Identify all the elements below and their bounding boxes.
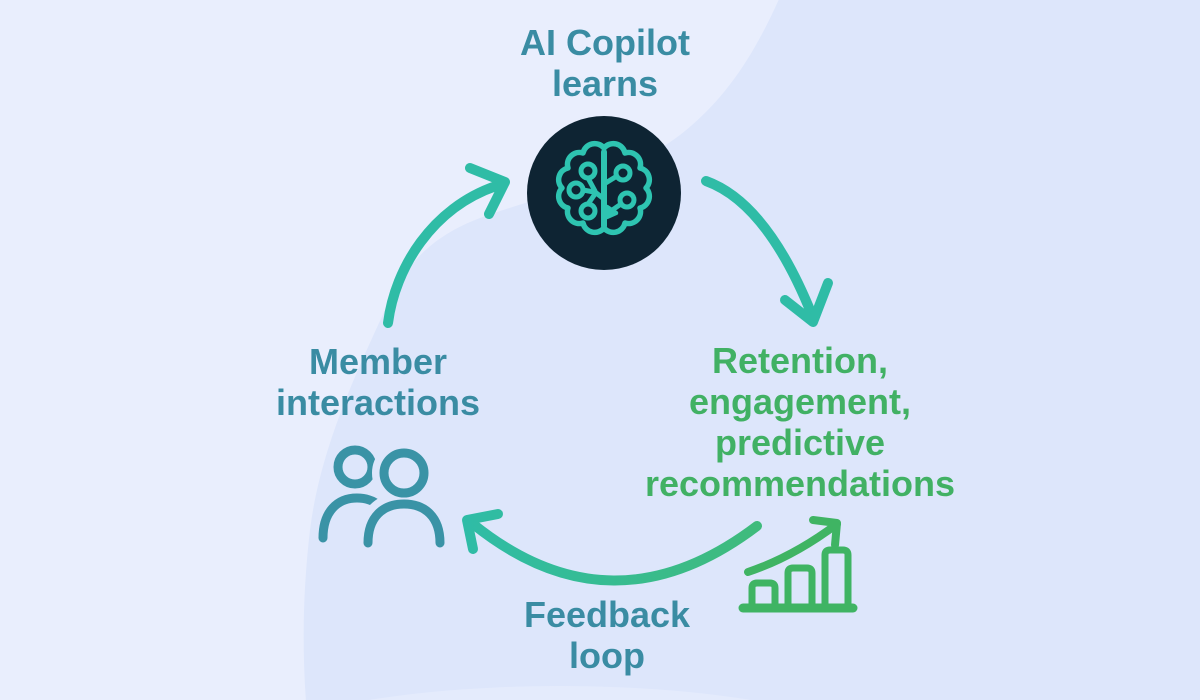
- node-label-ai-copilot: AI Copilot learns: [405, 22, 805, 104]
- label-line: engagement,: [688, 381, 912, 422]
- label-line: loop: [569, 635, 645, 676]
- label-line: learns: [551, 63, 659, 104]
- arrow-outcomes-to-member: [462, 509, 762, 586]
- label-line: recommendations: [644, 463, 956, 504]
- label-line: Retention,: [712, 340, 888, 381]
- node-label-outcomes: Retention, engagement, predictive recomm…: [600, 340, 1000, 504]
- label-line: interactions: [275, 382, 481, 423]
- label-line: Feedback: [523, 594, 691, 635]
- bottom-glow-shape: [369, 686, 751, 700]
- node-label-feedback-loop: Feedback loop: [407, 594, 807, 676]
- label-line: Member: [308, 341, 448, 382]
- growth-chart-icon: [738, 516, 858, 613]
- node-label-member-interactions: Member interactions: [178, 341, 578, 423]
- brain-circuit-icon: [527, 116, 681, 270]
- label-line: predictive: [714, 422, 886, 463]
- arrow-member-to-ai: [383, 163, 510, 328]
- people-icon: [318, 441, 452, 555]
- label-line: AI Copilot: [520, 22, 690, 63]
- arrow-ai-to-outcomes: [701, 176, 833, 327]
